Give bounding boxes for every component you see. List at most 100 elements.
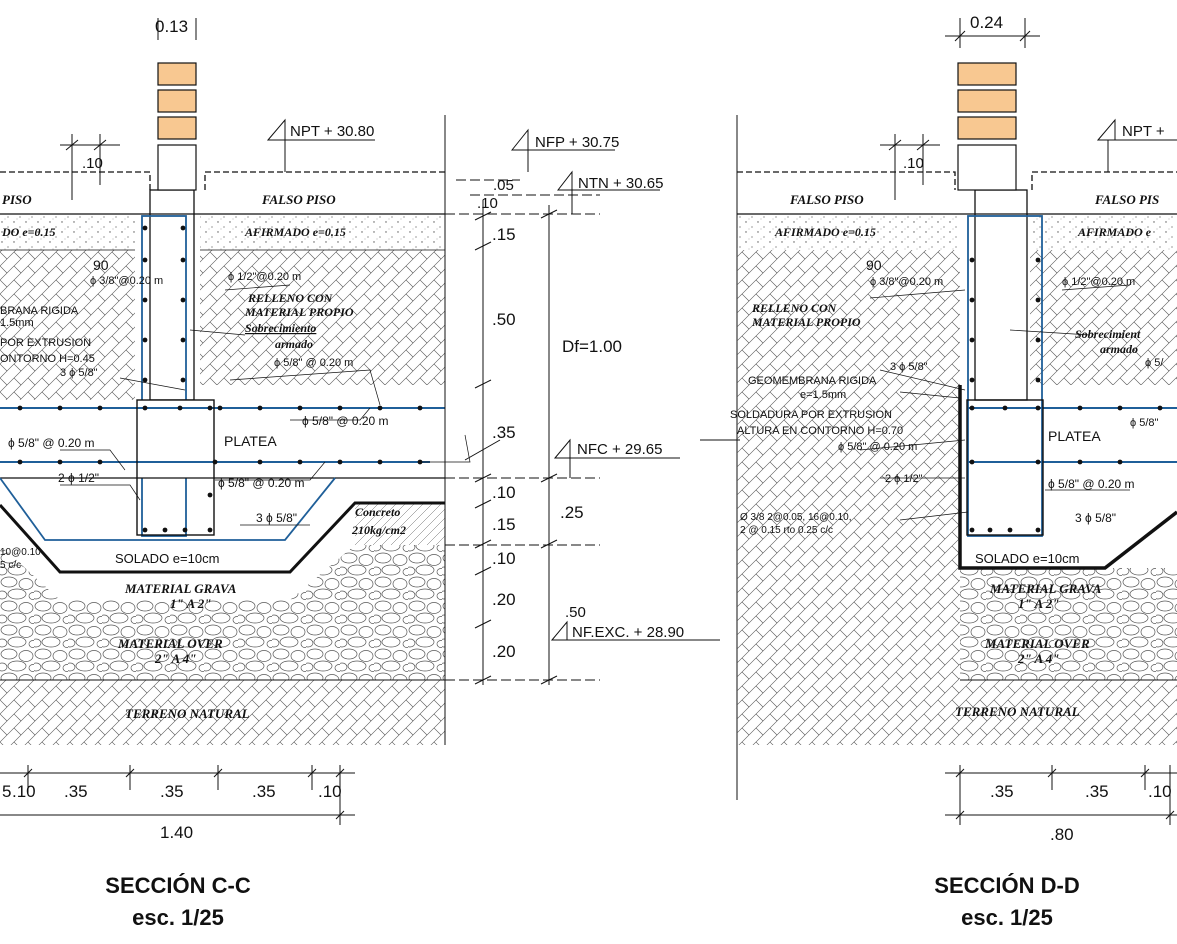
- dim-15a: .15: [492, 225, 516, 244]
- geo-l4: ONTORNO H=0.45: [0, 353, 95, 365]
- over-label-1: MATERIAL OVER: [117, 636, 223, 651]
- dd-bottom-dim-b2: .35: [1085, 782, 1109, 801]
- dd-relleno-label-1: RELLENO CON: [751, 301, 838, 315]
- dd-sobrecimiento-label-1: Sobrecimient: [1075, 327, 1141, 341]
- wall-thickness-label: 0.13: [155, 17, 188, 36]
- dd-section-title: SECCIÓN D-D: [934, 873, 1079, 898]
- dd-bottom-dim-total: .80: [1050, 825, 1074, 844]
- dd-over-label-2: 2" A 4": [1017, 651, 1059, 666]
- rebar-r9: 3 ϕ 5/8": [256, 511, 297, 525]
- dd-afirmado-right-label: AFIRMADO e: [1077, 225, 1152, 239]
- dd-footing-box: [966, 399, 1044, 536]
- section-c-c: 0.13 NPT + 30.80 NFP + 30.75 NTN + 30.65…: [0, 17, 740, 930]
- dim-20b: .20: [492, 642, 516, 661]
- dd-falso-piso-left-label: FALSO PISO: [789, 192, 864, 207]
- section-d-d: 0.24 NPT + .10 FALSO PISO FALSO PIS AFIR…: [730, 13, 1177, 930]
- foundation-outline: [0, 501, 445, 574]
- bottom-dim-b2: .35: [64, 782, 88, 801]
- dd-grava-label-2: 1" A 2": [1018, 596, 1059, 611]
- falso-piso-right-label: FALSO PISO: [261, 192, 336, 207]
- dd-rebar-r2: ϕ 1/2"@0.20 m: [1062, 276, 1135, 288]
- nfexc-label: NF.EXC. + 28.90: [572, 624, 684, 641]
- rebar-r4: ϕ 5/8" @ 0.20 m: [302, 414, 389, 428]
- relleno-left-region: [0, 250, 135, 400]
- sobrecimiento-wall: [149, 189, 195, 401]
- dim-top-10: .10: [82, 155, 103, 172]
- dd-terreno-region: [737, 680, 1177, 745]
- bottom-dim-b3: .35: [160, 782, 184, 801]
- wall-rebar-cage: [141, 215, 187, 537]
- concreto-label-1: Concreto: [355, 505, 400, 519]
- dd-geomembrana-line: [958, 385, 1177, 570]
- dd-hook-90-label: 90: [866, 257, 882, 273]
- dd-relleno-region: [737, 250, 960, 680]
- dd-section-scale: esc. 1/25: [961, 905, 1053, 930]
- ntn-label: NTN + 30.65: [578, 175, 663, 192]
- geo-l5: 10@0.10: [0, 547, 41, 558]
- dim-05: .05: [493, 177, 514, 194]
- dd-solado-label: SOLADO e=10cm: [975, 551, 1079, 566]
- afirmado-left-label: DO e=0.15: [1, 225, 56, 239]
- dd-rebar-r7: 3 ϕ 5/8": [1075, 511, 1116, 525]
- rebar-r5: ϕ 5/8" @ 0.20 m: [8, 436, 95, 450]
- dim-10a: .10: [477, 195, 498, 212]
- leader-lines: [60, 284, 471, 526]
- dd-bottom-dim-b1: .35: [990, 782, 1014, 801]
- bottom-dim-total: 1.40: [160, 823, 193, 842]
- level-markers: [266, 118, 720, 641]
- platea-label: PLATEA: [224, 433, 277, 449]
- rebar-r6: ϕ 5/8" @ 0.20 m: [218, 476, 305, 490]
- concreto-label-2: 210kg/cm2: [351, 523, 406, 537]
- dd-footing-fill: [960, 385, 1177, 568]
- bottom-dim-b1: .10: [12, 782, 36, 801]
- dim-chain: [445, 179, 740, 685]
- dd-sobrecimiento-label-2: armado: [1100, 342, 1138, 356]
- terreno-label: TERRENO NATURAL: [125, 706, 250, 721]
- grava-label-1: MATERIAL GRAVA: [124, 581, 237, 596]
- rebar-r7: 2 ϕ 1/2": [58, 471, 99, 485]
- dd-falso-piso-right-label: FALSO PIS: [1094, 192, 1159, 207]
- bottom-dim-b5: .10: [318, 782, 342, 801]
- nfp-label: NFP + 30.75: [535, 134, 619, 151]
- dd-npt-label: NPT +: [1122, 123, 1165, 140]
- dim-15b: .15: [492, 515, 516, 534]
- afirmado-right-label: AFIRMADO e=0.15: [244, 225, 346, 239]
- dd-geo-l5: Ø 3/8 2@0.05, 16@0.10,: [740, 512, 851, 523]
- falso-piso-left-label: PISO: [2, 192, 32, 207]
- dd-grava-label-1: MATERIAL GRAVA: [989, 581, 1102, 596]
- edge-hatch: [355, 503, 445, 545]
- sobrecimiento-label-2: armado: [275, 337, 313, 351]
- bottom-dims: [0, 18, 355, 825]
- dd-rebar-r1: ϕ 3/8"@0.20 m: [870, 276, 943, 288]
- sobrecimiento-label-1: Sobrecimiento: [245, 321, 316, 335]
- dd-bottom-dim-b3: .10: [1148, 782, 1172, 801]
- npt-label: NPT + 30.80: [290, 123, 374, 140]
- rebar-r8: 3 ϕ 5/8": [60, 367, 98, 379]
- grava-layer: [0, 545, 445, 680]
- platea-slab: [0, 400, 445, 478]
- grava-label-2: 1" A 2": [170, 596, 211, 611]
- dd-afirmado-left-label: AFIRMADO e=0.15: [774, 225, 876, 239]
- brick-column: [157, 62, 197, 191]
- solado-label: SOLADO e=10cm: [115, 551, 219, 566]
- dim-50: .50: [492, 310, 516, 329]
- relleno-label-1: RELLENO CON: [247, 291, 334, 305]
- bottom-dim-b0: 5: [2, 782, 11, 801]
- dd-rebar-r6: ϕ 5/8" @ 0.20 m: [1048, 477, 1135, 491]
- dd-geo-l1: GEOMEMBRANA RIGIDA: [748, 375, 877, 387]
- nfc-label: NFC + 29.65: [577, 441, 662, 458]
- dd-over-label-1: MATERIAL OVER: [984, 636, 1090, 651]
- rebar-r1: ϕ 3/8"@0.20 m: [90, 275, 163, 287]
- dd-rebar-r3: 3 ϕ 5/8": [890, 361, 928, 373]
- relleno-right-region: [200, 250, 445, 385]
- footing-box: [136, 399, 215, 536]
- dd-rebar-r9: ϕ 5/: [1145, 357, 1164, 369]
- relleno-label-2: MATERIAL PROPIO: [244, 305, 354, 319]
- dd-geo-l6: 2 @ 0.15 rto 0.25 c/c: [740, 525, 833, 536]
- dim-50b: .50: [565, 604, 586, 621]
- dim-20a: .20: [492, 590, 516, 609]
- rebar-dots: [17, 225, 423, 533]
- dim-35: .35: [492, 423, 516, 442]
- afirmado-right: [200, 214, 445, 250]
- dd-geo-l3: SOLDADURA POR EXTRUSION: [730, 409, 892, 421]
